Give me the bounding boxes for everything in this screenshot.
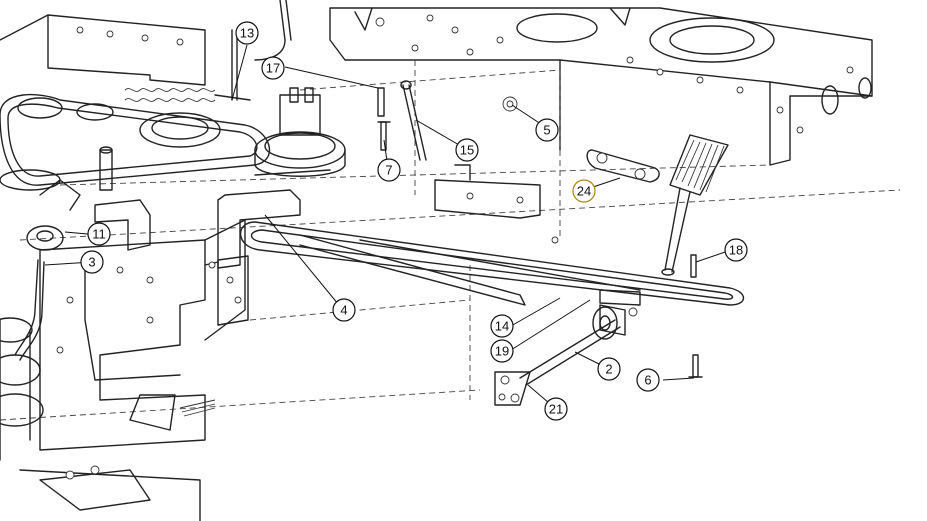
callout-2-label: 2 (605, 362, 612, 377)
reference-lines (0, 60, 901, 421)
idler-arm-assembly (0, 146, 151, 361)
engine-area (0, 317, 201, 521)
callout-24-highlight[interactable] (572, 179, 596, 203)
rear-plate (0, 14, 206, 86)
callout-7[interactable]: 7 (377, 158, 401, 182)
callout-14[interactable]: 14 (490, 314, 514, 338)
callout-24[interactable]: 24 (572, 179, 596, 203)
callout-11-label: 11 (92, 227, 106, 242)
callout-15-label: 15 (460, 143, 474, 158)
callout-14-label: 14 (495, 319, 509, 334)
callout-13-label: 13 (240, 26, 254, 41)
callout-13[interactable]: 13 (235, 21, 259, 45)
callout-11[interactable]: 11 (87, 222, 111, 246)
callout-24-label: 24 (577, 184, 591, 199)
chassis-frame (329, 7, 873, 166)
callout-19-label: 19 (495, 344, 509, 359)
callout-18-label: 18 (729, 243, 743, 258)
callout-5[interactable]: 5 (535, 118, 559, 142)
callout-6-label: 6 (644, 373, 651, 388)
mount-bracket (434, 164, 559, 244)
leader-lines (44, 44, 732, 410)
callout-17[interactable]: 17 (261, 56, 285, 80)
callout-15[interactable]: 15 (455, 138, 479, 162)
callout-4-label: 4 (340, 303, 347, 318)
callout-3-label: 3 (88, 255, 95, 270)
callout-18[interactable]: 18 (724, 238, 748, 262)
callout-6[interactable]: 6 (636, 368, 660, 392)
brake-bracket (204, 169, 331, 326)
callout-2[interactable]: 2 (597, 357, 621, 381)
callout-17-label: 17 (266, 61, 280, 76)
callout-4[interactable]: 4 (332, 298, 356, 322)
small-parts (231, 0, 703, 378)
brake-rod (494, 304, 638, 406)
callout-19[interactable]: 19 (490, 339, 514, 363)
callout-5-label: 5 (543, 123, 550, 138)
drive-belt-assembly (0, 87, 346, 186)
mid-frame (39, 219, 246, 451)
foot-pedal (661, 134, 729, 276)
callout-21-label: 21 (549, 402, 563, 417)
callout-7-label: 7 (385, 163, 392, 178)
callout-21[interactable]: 21 (544, 397, 568, 421)
pedal-frame (239, 221, 745, 306)
callout-3[interactable]: 3 (80, 250, 104, 274)
